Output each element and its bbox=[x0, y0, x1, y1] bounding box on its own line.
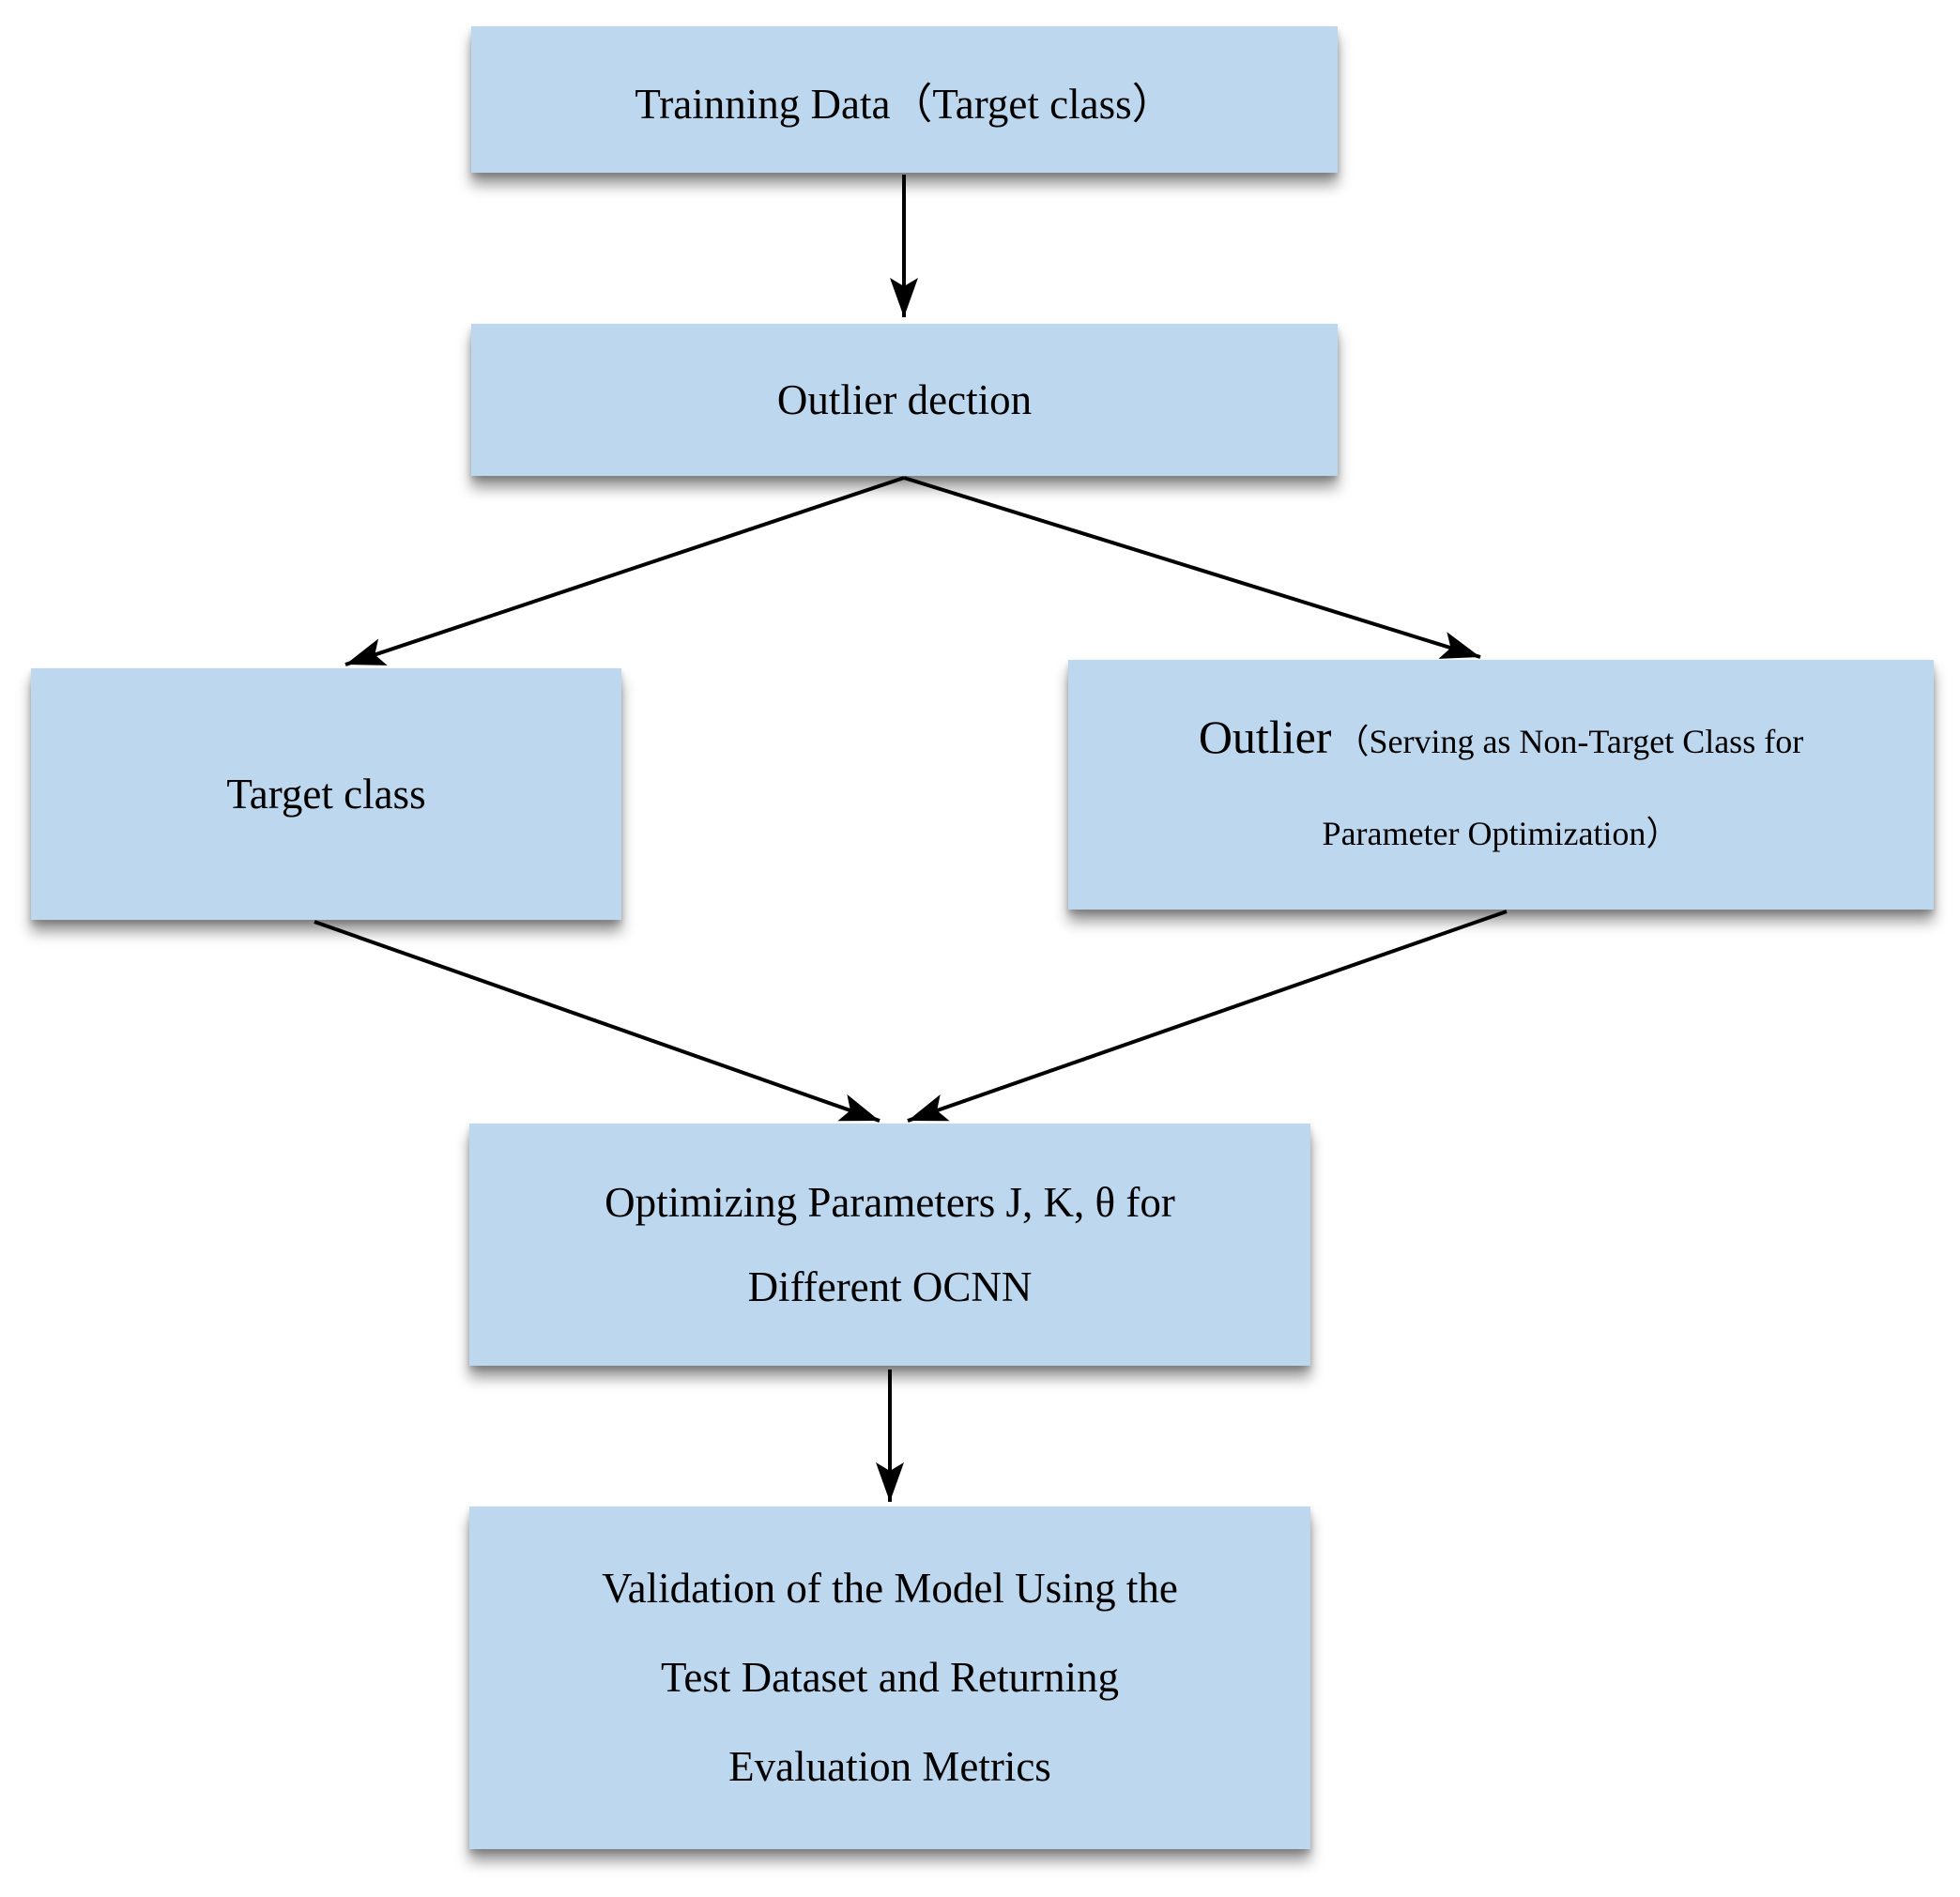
node-training-data: Trainning Data（Target class） bbox=[471, 26, 1338, 173]
node-outlier-detection-label: Outlier dection bbox=[776, 376, 1033, 423]
node-validation-line1: Validation of the Model Using the bbox=[602, 1565, 1178, 1612]
node-outlier-label-paren-line1: （Serving as Non-Target Class for bbox=[1335, 722, 1804, 760]
node-target-class: Target class bbox=[31, 668, 621, 920]
node-validation-line3: Evaluation Metrics bbox=[728, 1743, 1051, 1790]
arrow-target-class-to-optimizing bbox=[314, 920, 880, 1123]
node-outlier: Outlier （Serving as Non-Target Class for… bbox=[1068, 660, 1934, 910]
node-optimizing-line2: Different OCNN bbox=[747, 1263, 1033, 1310]
node-outlier-label-paren-line2: Parameter Optimization） bbox=[1322, 814, 1680, 852]
node-outlier-label-main: Outlier bbox=[1198, 710, 1332, 763]
node-optimizing-line1: Optimizing Parameters J, K, θ for bbox=[605, 1179, 1175, 1226]
arrow-outlier-to-optimizing bbox=[907, 910, 1508, 1123]
node-target-class-label: Target class bbox=[226, 771, 426, 818]
node-validation-line2: Test Dataset and Returning bbox=[661, 1654, 1119, 1701]
arrow-detection-to-outlier bbox=[903, 476, 1481, 659]
node-training-data-label: Trainning Data（Target class） bbox=[635, 80, 1174, 128]
node-outlier-detection: Outlier dection bbox=[471, 324, 1338, 476]
node-outlier-label-line1: Outlier （Serving as Non-Target Class for bbox=[1199, 695, 1803, 791]
arrow-detection-to-target-class bbox=[345, 476, 905, 666]
node-validation: Validation of the Model Using the Test D… bbox=[469, 1507, 1310, 1849]
node-optimizing-parameters: Optimizing Parameters J, K, θ for Differ… bbox=[469, 1124, 1310, 1366]
